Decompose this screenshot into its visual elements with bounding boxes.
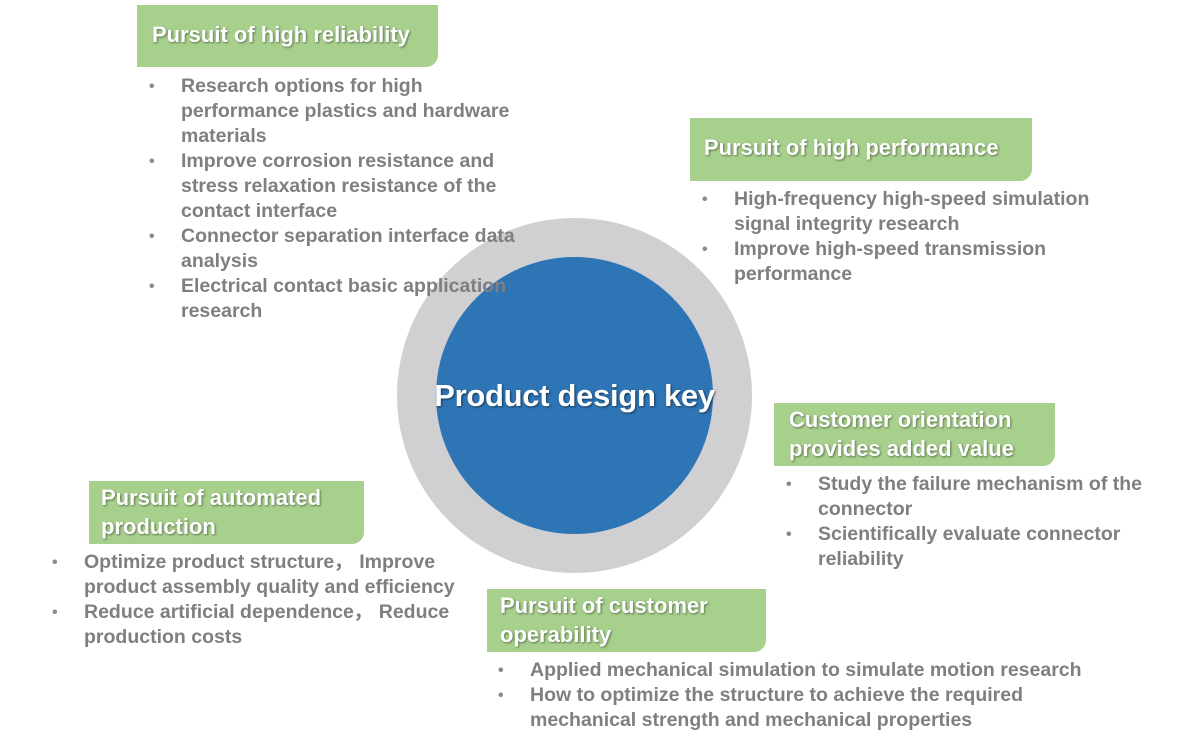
- bullet-icon: •: [52, 604, 58, 621]
- bullet-icon: •: [786, 476, 792, 493]
- list-item: • Scientifically evaluate connector relia…: [782, 522, 1142, 572]
- operability-item-1: Applied mechanical simulation to simulat…: [530, 659, 1082, 681]
- bullet-icon: •: [498, 662, 504, 679]
- reliability-item-1: Research options for high performance pl…: [181, 75, 510, 147]
- customer-orientation-list: • Study the failure mechanism of the conn…: [782, 472, 1142, 572]
- list-item: • Improve high-speed transmission perform…: [698, 237, 1118, 287]
- center-label: Product design key: [434, 377, 715, 413]
- automation-title: Pursuit of automated production: [89, 481, 364, 544]
- center-circle: Product design key: [434, 257, 715, 534]
- list-item: • Research options for high performance p…: [145, 74, 515, 149]
- list-item: • How to optimize the structure to achiev…: [494, 683, 1094, 733]
- performance-item-2: Improve high-speed transmission performa…: [734, 238, 1047, 285]
- automation-list: • Optimize product structure， Improve pro…: [48, 550, 478, 650]
- operability-item-2: How to optimize the structure to achieve…: [530, 684, 1023, 731]
- list-item: • Optimize product structure， Improve pro…: [48, 550, 478, 600]
- bullet-icon: •: [498, 687, 504, 704]
- performance-list: • High-frequency high-speed simulation si…: [698, 187, 1118, 287]
- bullet-icon: •: [786, 526, 792, 543]
- automation-item-1: Optimize product structure， Improve prod…: [84, 551, 455, 598]
- bullet-icon: •: [149, 228, 155, 245]
- reliability-title: Pursuit of high reliability: [137, 5, 438, 67]
- bullet-icon: •: [52, 554, 58, 571]
- bullet-icon: •: [702, 191, 708, 208]
- bullet-icon: •: [149, 153, 155, 170]
- list-item: • Electrical contact basic application re…: [145, 274, 515, 324]
- customer-orientation-item-2: Scientifically evaluate connector reliab…: [818, 523, 1121, 570]
- list-item: • Applied mechanical simulation to simula…: [494, 658, 1094, 683]
- performance-item-1: High-frequency high-speed simulation sig…: [734, 188, 1090, 235]
- bullet-icon: •: [149, 78, 155, 95]
- reliability-item-2: Improve corrosion resistance and stress …: [181, 150, 497, 222]
- automation-item-2: Reduce artificial dependence， Reduce pro…: [84, 601, 450, 648]
- list-item: • Reduce artificial dependence， Reduce pr…: [48, 600, 478, 650]
- performance-title: Pursuit of high performance: [690, 118, 1032, 181]
- reliability-item-4: Electrical contact basic application res…: [181, 275, 507, 322]
- list-item: • Connector separation interface data ana…: [145, 224, 515, 274]
- bullet-icon: •: [702, 241, 708, 258]
- reliability-item-3: Connector separation interface data anal…: [181, 225, 515, 272]
- customer-orientation-item-1: Study the failure mechanism of the conne…: [818, 473, 1142, 520]
- list-item: • Study the failure mechanism of the conn…: [782, 472, 1142, 522]
- customer-orientation-title: Customer orientation provides added valu…: [774, 403, 1055, 466]
- bullet-icon: •: [149, 278, 155, 295]
- list-item: • High-frequency high-speed simulation si…: [698, 187, 1118, 237]
- operability-title: Pursuit of customer operability: [487, 589, 766, 652]
- operability-list: • Applied mechanical simulation to simula…: [494, 658, 1094, 733]
- reliability-list: • Research options for high performance p…: [145, 74, 515, 324]
- list-item: • Improve corrosion resistance and stress…: [145, 149, 515, 224]
